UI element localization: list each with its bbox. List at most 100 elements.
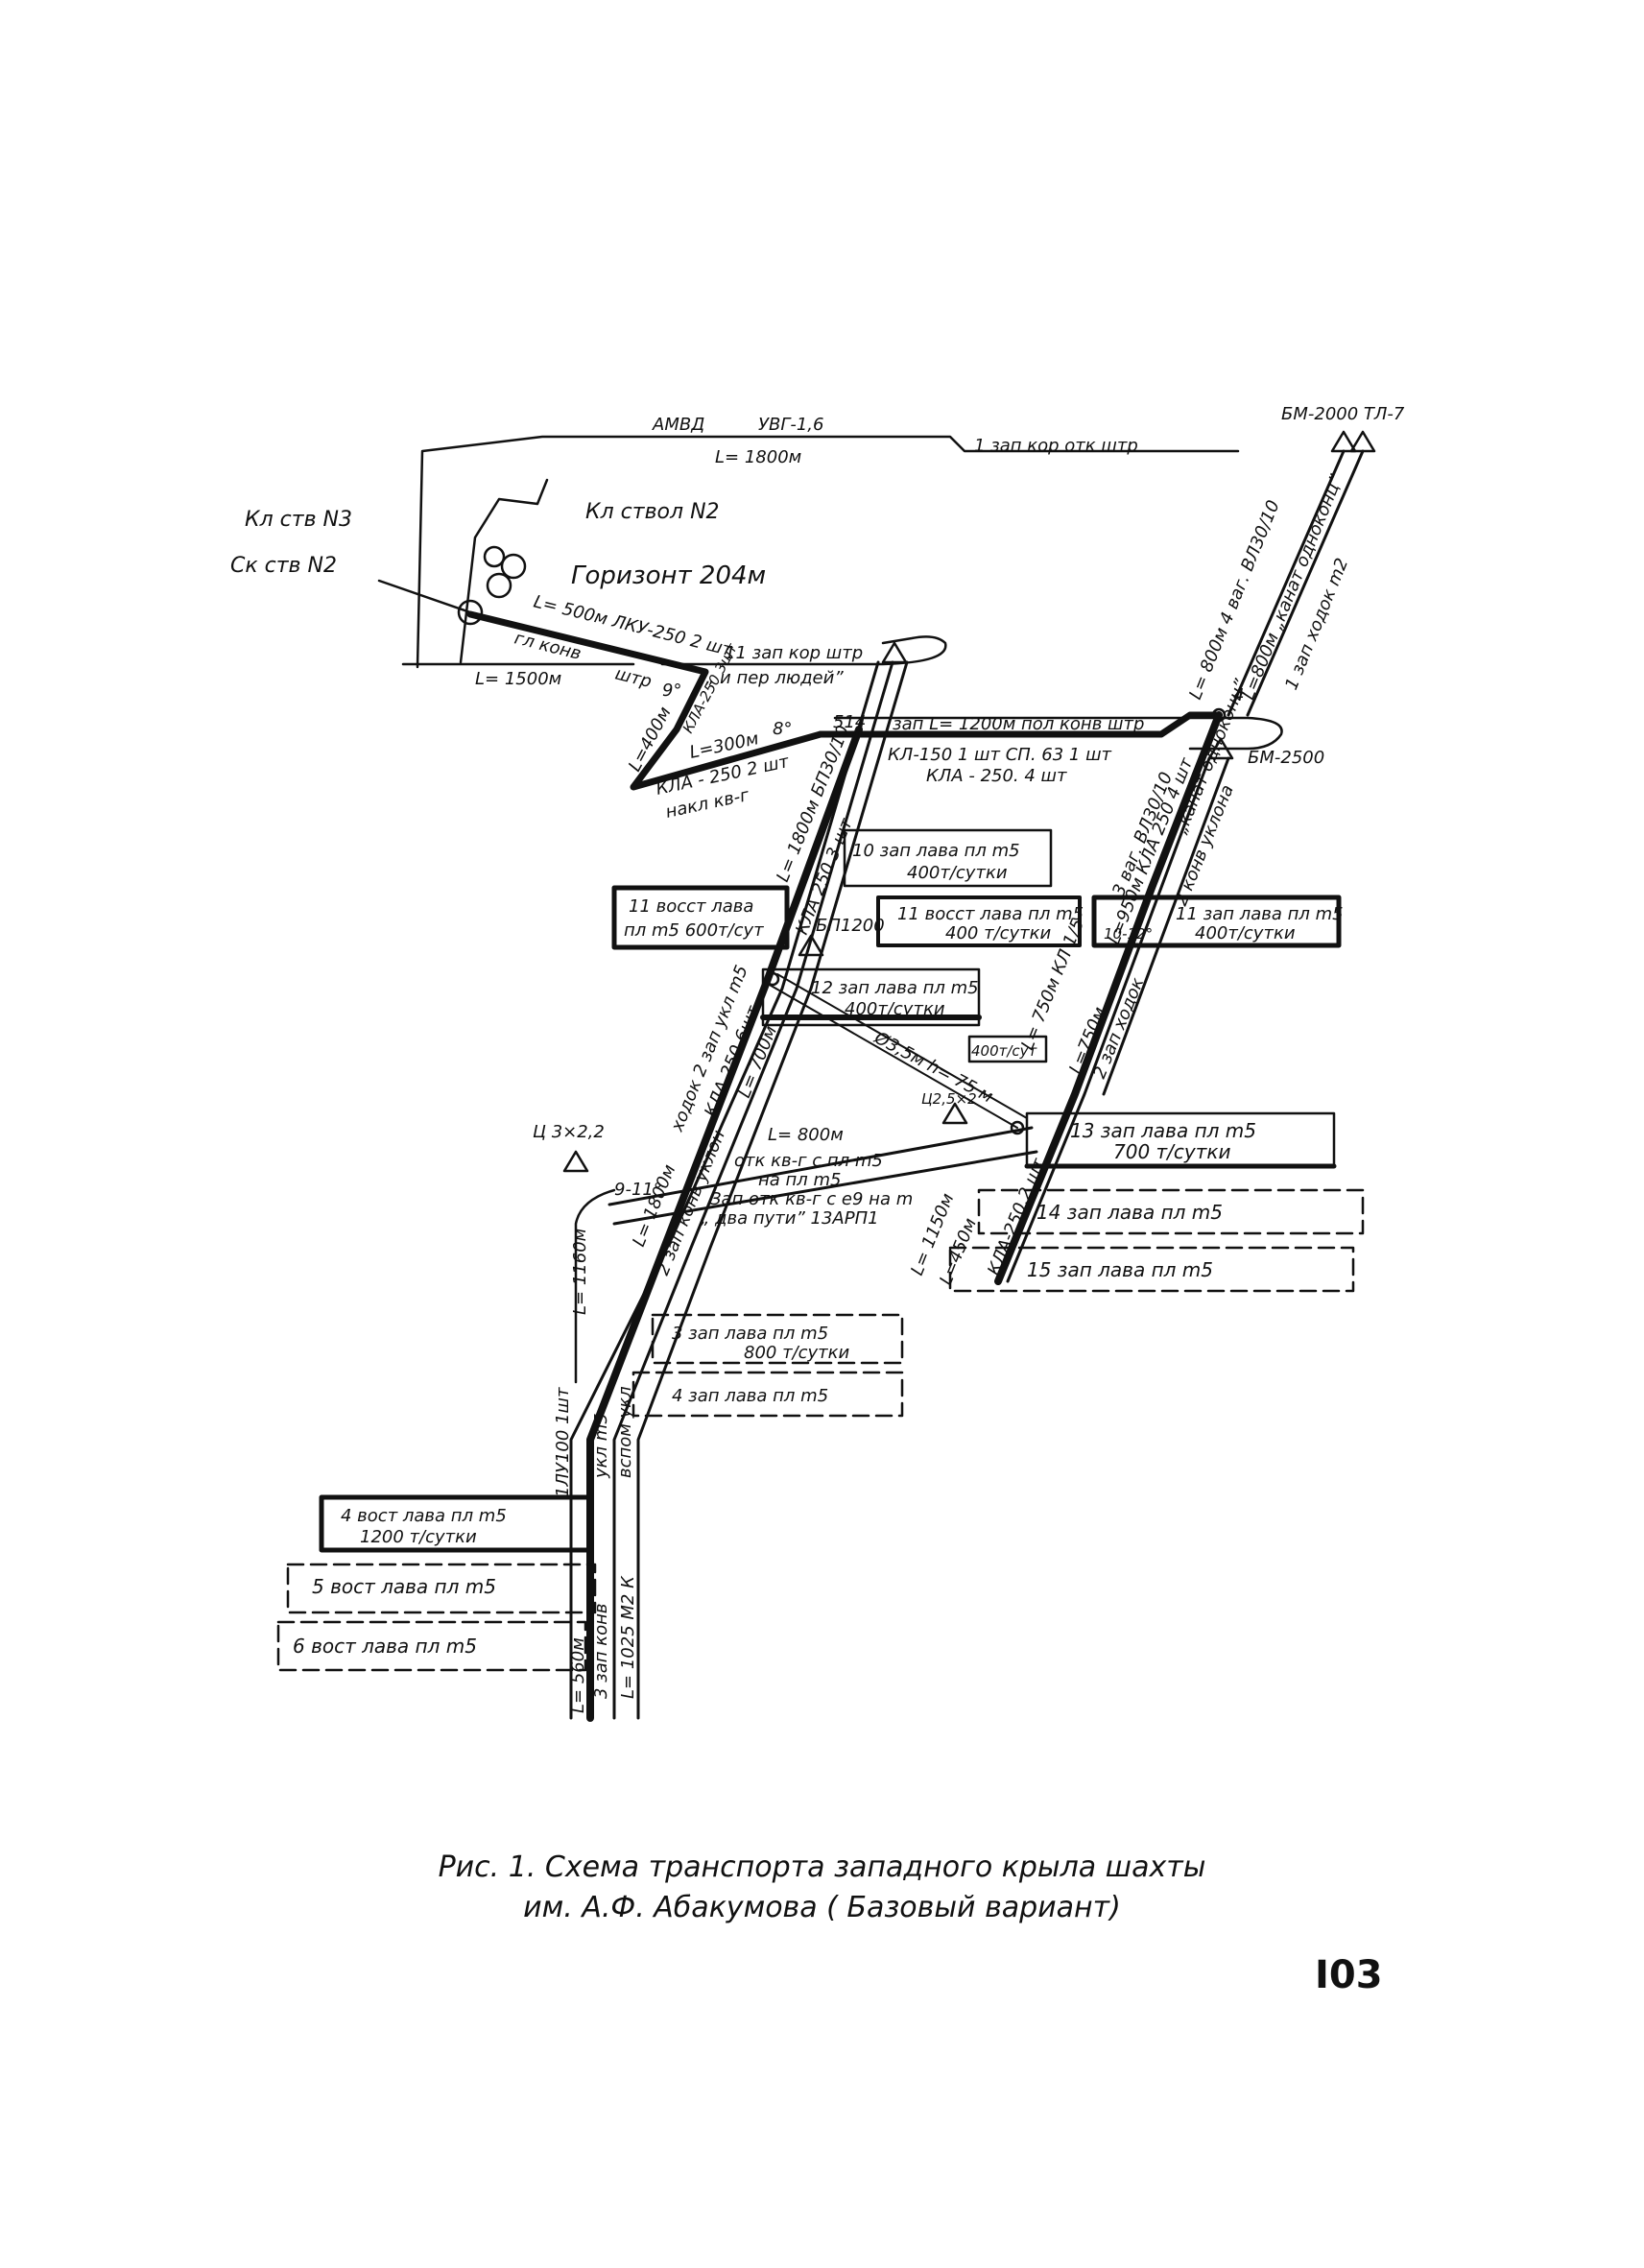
label-zap4: 4 зап лава пл m5 <box>672 1386 828 1406</box>
conveyor-drift-outline <box>833 716 1283 751</box>
label-zap12: 12 зап лава пл m5 <box>811 978 979 998</box>
incline-f <box>1102 756 1230 1096</box>
label-vost11a-b: пл m5 600т/сут <box>624 920 764 941</box>
incline-left-3 <box>569 660 880 1720</box>
panel-zap11-lava <box>1091 895 1342 948</box>
label-zap10-t: 400т/сутки <box>907 863 1008 883</box>
shaft-circle <box>486 572 512 599</box>
junction-circle <box>765 971 780 987</box>
panel-zap10 <box>843 828 1053 888</box>
caption-line-2: им. А.Ф. Абакумова ( Базовый вариант) <box>523 1891 1121 1924</box>
shaft-circle <box>457 599 484 626</box>
label-l1800: L= 1800м <box>715 447 801 467</box>
marker-triangle <box>798 934 824 957</box>
main-incline-c <box>1227 449 1346 717</box>
panel-t400 <box>967 1035 1048 1063</box>
label-kl150: КЛ-150 1 шт СП. 63 1 шт <box>888 745 1112 765</box>
label-i-per-lyudey: „ и пер людей” <box>705 668 844 688</box>
shaft-pointer-line <box>377 579 472 614</box>
label-zap14: 14 зап лава пл m5 <box>1036 1201 1223 1224</box>
caption-line-1: Рис. 1. Схема транспорта западного крыла… <box>438 1850 1206 1884</box>
label-zap11-lava-t: 400т/сутки <box>1195 923 1296 943</box>
label-zap-konv3: 3 зап конв <box>591 1603 611 1699</box>
label-vost5: 5 вост лава пл m5 <box>312 1575 496 1598</box>
panel-vost11b <box>876 895 1082 947</box>
label-sk-stv-n2: Ск ств N2 <box>230 554 337 578</box>
label-l800: L= 800м <box>768 1125 844 1145</box>
label-l1025: L= 1025 М2 К <box>618 1575 638 1699</box>
label-bm2500: БМ-2500 <box>1248 748 1324 768</box>
label-deg9-11: 9-11° <box>614 1180 662 1200</box>
cross-drift-800 <box>608 1126 1034 1206</box>
panel-vost5 <box>286 1563 597 1614</box>
marker-triangle <box>1349 430 1376 453</box>
label-zap13: 13 зап лава пл m5 <box>1070 1119 1256 1142</box>
label-kla250-4sht: КЛА - 250. 4 шт <box>926 766 1067 786</box>
label-l1160: L= 1160м <box>570 1229 590 1315</box>
label-lu100: 1ЛУ100 1шт <box>553 1387 573 1497</box>
label-uvt: УВГ-1,6 <box>758 415 823 435</box>
label-zap11-lava: 11 зап лава пл m5 <box>1176 904 1344 924</box>
label-vost6: 6 вост лава пл m5 <box>293 1635 477 1658</box>
label-c3: Ц 3×2,2 <box>533 1122 605 1142</box>
label-l560: L= 560м <box>568 1637 588 1713</box>
panel-zap15 <box>948 1246 1355 1293</box>
incline-left-2 <box>636 660 909 1720</box>
top-drift-line <box>416 435 1240 669</box>
label-zap12-t: 400т/сутки <box>845 999 945 1019</box>
label-zap10: 10 зап лава пл m5 <box>852 841 1020 861</box>
label-zap3-t: 800 т/сутки <box>744 1343 850 1363</box>
label-c25: Ц2,5×2 <box>921 1090 977 1108</box>
marker-triangle <box>881 641 908 664</box>
label-otk-kvg: отк кв-г с пл m5 <box>734 1151 883 1171</box>
incline-e <box>1006 756 1211 1283</box>
incline-left-1 <box>612 660 894 1720</box>
label-deg10-12: 10-12° <box>1104 925 1153 943</box>
label-vost11b-t: 400 т/сутки <box>945 923 1052 943</box>
label-ukl-m5: укл m5 <box>591 1413 611 1479</box>
label-vost4-t: 1200 т/сутки <box>360 1527 477 1547</box>
connector-diagonal-b <box>776 973 1028 1119</box>
panel-vost6 <box>276 1620 587 1672</box>
label-kl-stvol-n2: Кл ствол N2 <box>585 500 720 524</box>
label-zap11-kor: 11 зап кор штр <box>725 643 863 663</box>
marker-triangle <box>941 1102 968 1125</box>
cross-drift-800-b <box>612 1150 1038 1226</box>
main-incline-a <box>586 726 863 1722</box>
label-deg8: 8° <box>773 719 792 739</box>
shaft-circle <box>500 553 527 580</box>
main-incline-b <box>994 711 1223 1285</box>
panel-vost4 <box>319 1494 593 1553</box>
label-zap15: 15 зап лава пл m5 <box>1027 1258 1213 1281</box>
label-bm2000: БМ-2000 ТЛ-7 <box>1281 404 1405 424</box>
label-vost11a: 11 восст лава <box>629 896 753 917</box>
top-drift-line-lower <box>459 478 549 664</box>
label-zap13-t: 700 т/сутки <box>1113 1140 1230 1163</box>
label-deg9: 9° <box>662 680 681 701</box>
panel-zap3 <box>651 1313 904 1365</box>
label-zap-l1200: зап L= 1200м пол конв штр <box>893 714 1144 734</box>
marker-triangle <box>1330 430 1357 453</box>
label-gorizont: Горизонт 204м <box>571 561 766 590</box>
label-514: 514 <box>833 712 866 732</box>
figure-caption: Рис. 1. Схема транспорта западного крыла… <box>288 1848 1356 1928</box>
marker-triangle <box>1207 737 1234 760</box>
label-zap3: 3 зап лава пл m5 <box>672 1324 828 1344</box>
label-zap-otk: Зап отк кв-г с e9 на m <box>710 1189 913 1209</box>
label-zap-kor-top: 1 зап кор отк штр <box>974 436 1138 456</box>
conveyor-drift-west <box>466 610 824 791</box>
left-vent-path <box>574 1188 616 1384</box>
page-number: I03 <box>1315 1953 1383 1997</box>
conveyor-drift-1200 <box>817 711 1223 738</box>
junction-circle <box>1010 1120 1025 1135</box>
panel-zap4 <box>631 1371 904 1418</box>
marker-triangle <box>562 1150 589 1173</box>
label-bp1200: БП1200 <box>816 916 885 936</box>
label-vost11b: 11 восст лава пл m5 <box>897 904 1084 924</box>
label-vost4: 4 вост лава пл m5 <box>341 1506 507 1526</box>
label-amvd: АМВД <box>652 415 704 435</box>
label-t400: 400т/сут <box>971 1042 1038 1060</box>
label-l300: L=300м <box>688 728 761 763</box>
label-dva-puti: „ два пути” 13АРП1 <box>701 1208 879 1229</box>
